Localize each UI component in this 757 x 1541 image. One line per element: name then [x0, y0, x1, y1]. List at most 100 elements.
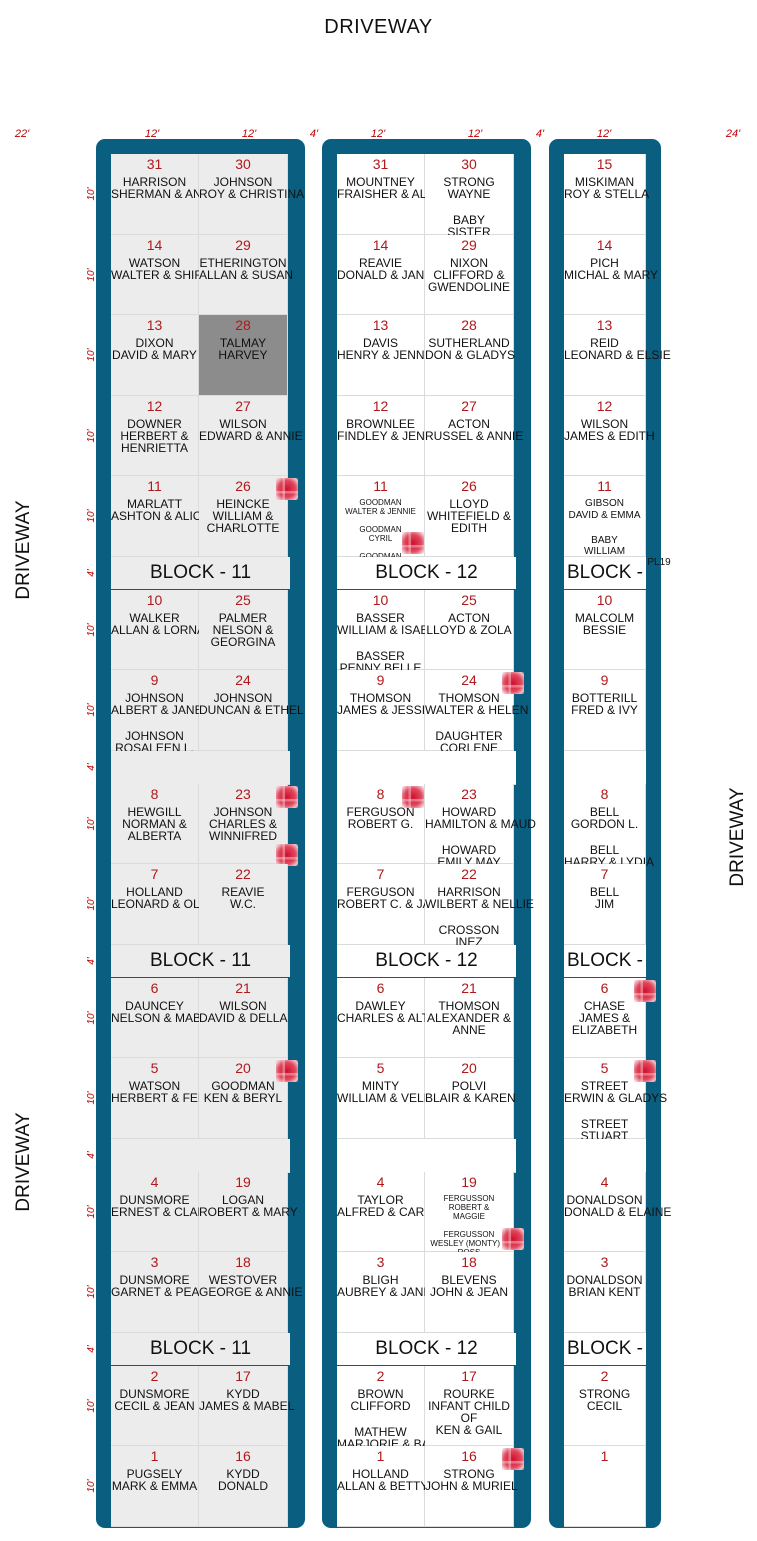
occupant-name-line: ROBERT G.	[347, 816, 414, 831]
red-cross-marker-icon	[634, 1060, 656, 1082]
occupant-name-line: BLEVENS	[441, 1273, 497, 1287]
occupant-name-line: RUSSEL & ANNIE	[425, 428, 524, 443]
occupant-name-line: MOUNTNEY	[346, 175, 415, 189]
plot-number: 28	[235, 317, 251, 333]
occupant-name-line: DONALD	[217, 1479, 268, 1493]
occupant-name-line: NELSON & MABEL	[111, 1010, 216, 1025]
dim-b11-col1: 12'	[144, 128, 160, 140]
plot-number: 26	[461, 478, 477, 494]
occupant-name-line: JOHNSON	[125, 729, 184, 743]
occupant-name-line: MARK & EMMA	[111, 1479, 198, 1493]
occupant-name-line: FERGUSON	[346, 804, 415, 819]
occupant-name-line: DAUNCEY	[125, 998, 184, 1013]
occupant-name-line: HEINCKE	[216, 497, 270, 511]
occupant-name-line: THOMSON	[349, 691, 412, 705]
plot-number: 25	[235, 591, 251, 608]
occupant-name-line: ALLAN & LORNA	[111, 622, 206, 637]
plot-number: 2	[150, 1367, 159, 1384]
plot-1[interactable]: 1	[564, 1446, 646, 1527]
plot-number: 8	[600, 785, 609, 802]
occupant-name-line: ROY & STELLA	[564, 187, 650, 201]
occupant-name-line: CHARLES &	[208, 816, 278, 831]
occupant-name-line: WESTOVER	[208, 1273, 278, 1287]
occupant-name-line: ANNE	[452, 1022, 486, 1037]
